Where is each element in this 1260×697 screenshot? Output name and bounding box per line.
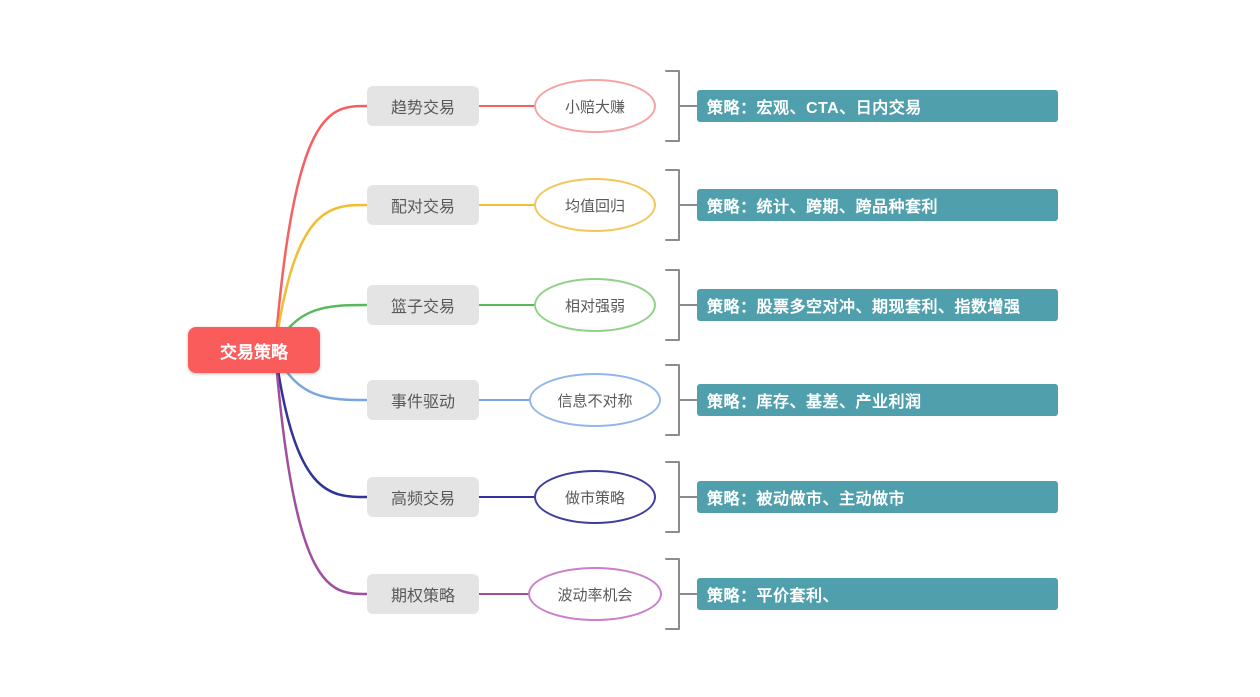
branch-topic[interactable]: 篮子交易 bbox=[367, 285, 479, 325]
branch-ellipse[interactable]: 做市策略 bbox=[534, 470, 656, 524]
summary-box[interactable]: 策略：平价套利、 bbox=[697, 578, 1058, 610]
branch-ellipse[interactable]: 均值回归 bbox=[534, 178, 656, 232]
branch-topic[interactable]: 期权策略 bbox=[367, 574, 479, 614]
branch-ellipse[interactable]: 小赔大赚 bbox=[534, 79, 656, 133]
branch-topic[interactable]: 趋势交易 bbox=[367, 86, 479, 126]
root-topic[interactable]: 交易策略 bbox=[188, 327, 320, 373]
summary-box[interactable]: 策略：宏观、CTA、日内交易 bbox=[697, 90, 1058, 122]
summary-box[interactable]: 策略：股票多空对冲、期现套利、指数增强 bbox=[697, 289, 1058, 321]
branch-ellipse[interactable]: 相对强弱 bbox=[534, 278, 656, 332]
branch-topic[interactable]: 事件驱动 bbox=[367, 380, 479, 420]
branch-ellipse[interactable]: 波动率机会 bbox=[528, 567, 662, 621]
branch-topic[interactable]: 高频交易 bbox=[367, 477, 479, 517]
summary-box[interactable]: 策略：库存、基差、产业利润 bbox=[697, 384, 1058, 416]
branch-topic[interactable]: 配对交易 bbox=[367, 185, 479, 225]
summary-box[interactable]: 策略：被动做市、主动做市 bbox=[697, 481, 1058, 513]
summary-box[interactable]: 策略：统计、跨期、跨品种套利 bbox=[697, 189, 1058, 221]
branch-ellipse[interactable]: 信息不对称 bbox=[529, 373, 661, 427]
